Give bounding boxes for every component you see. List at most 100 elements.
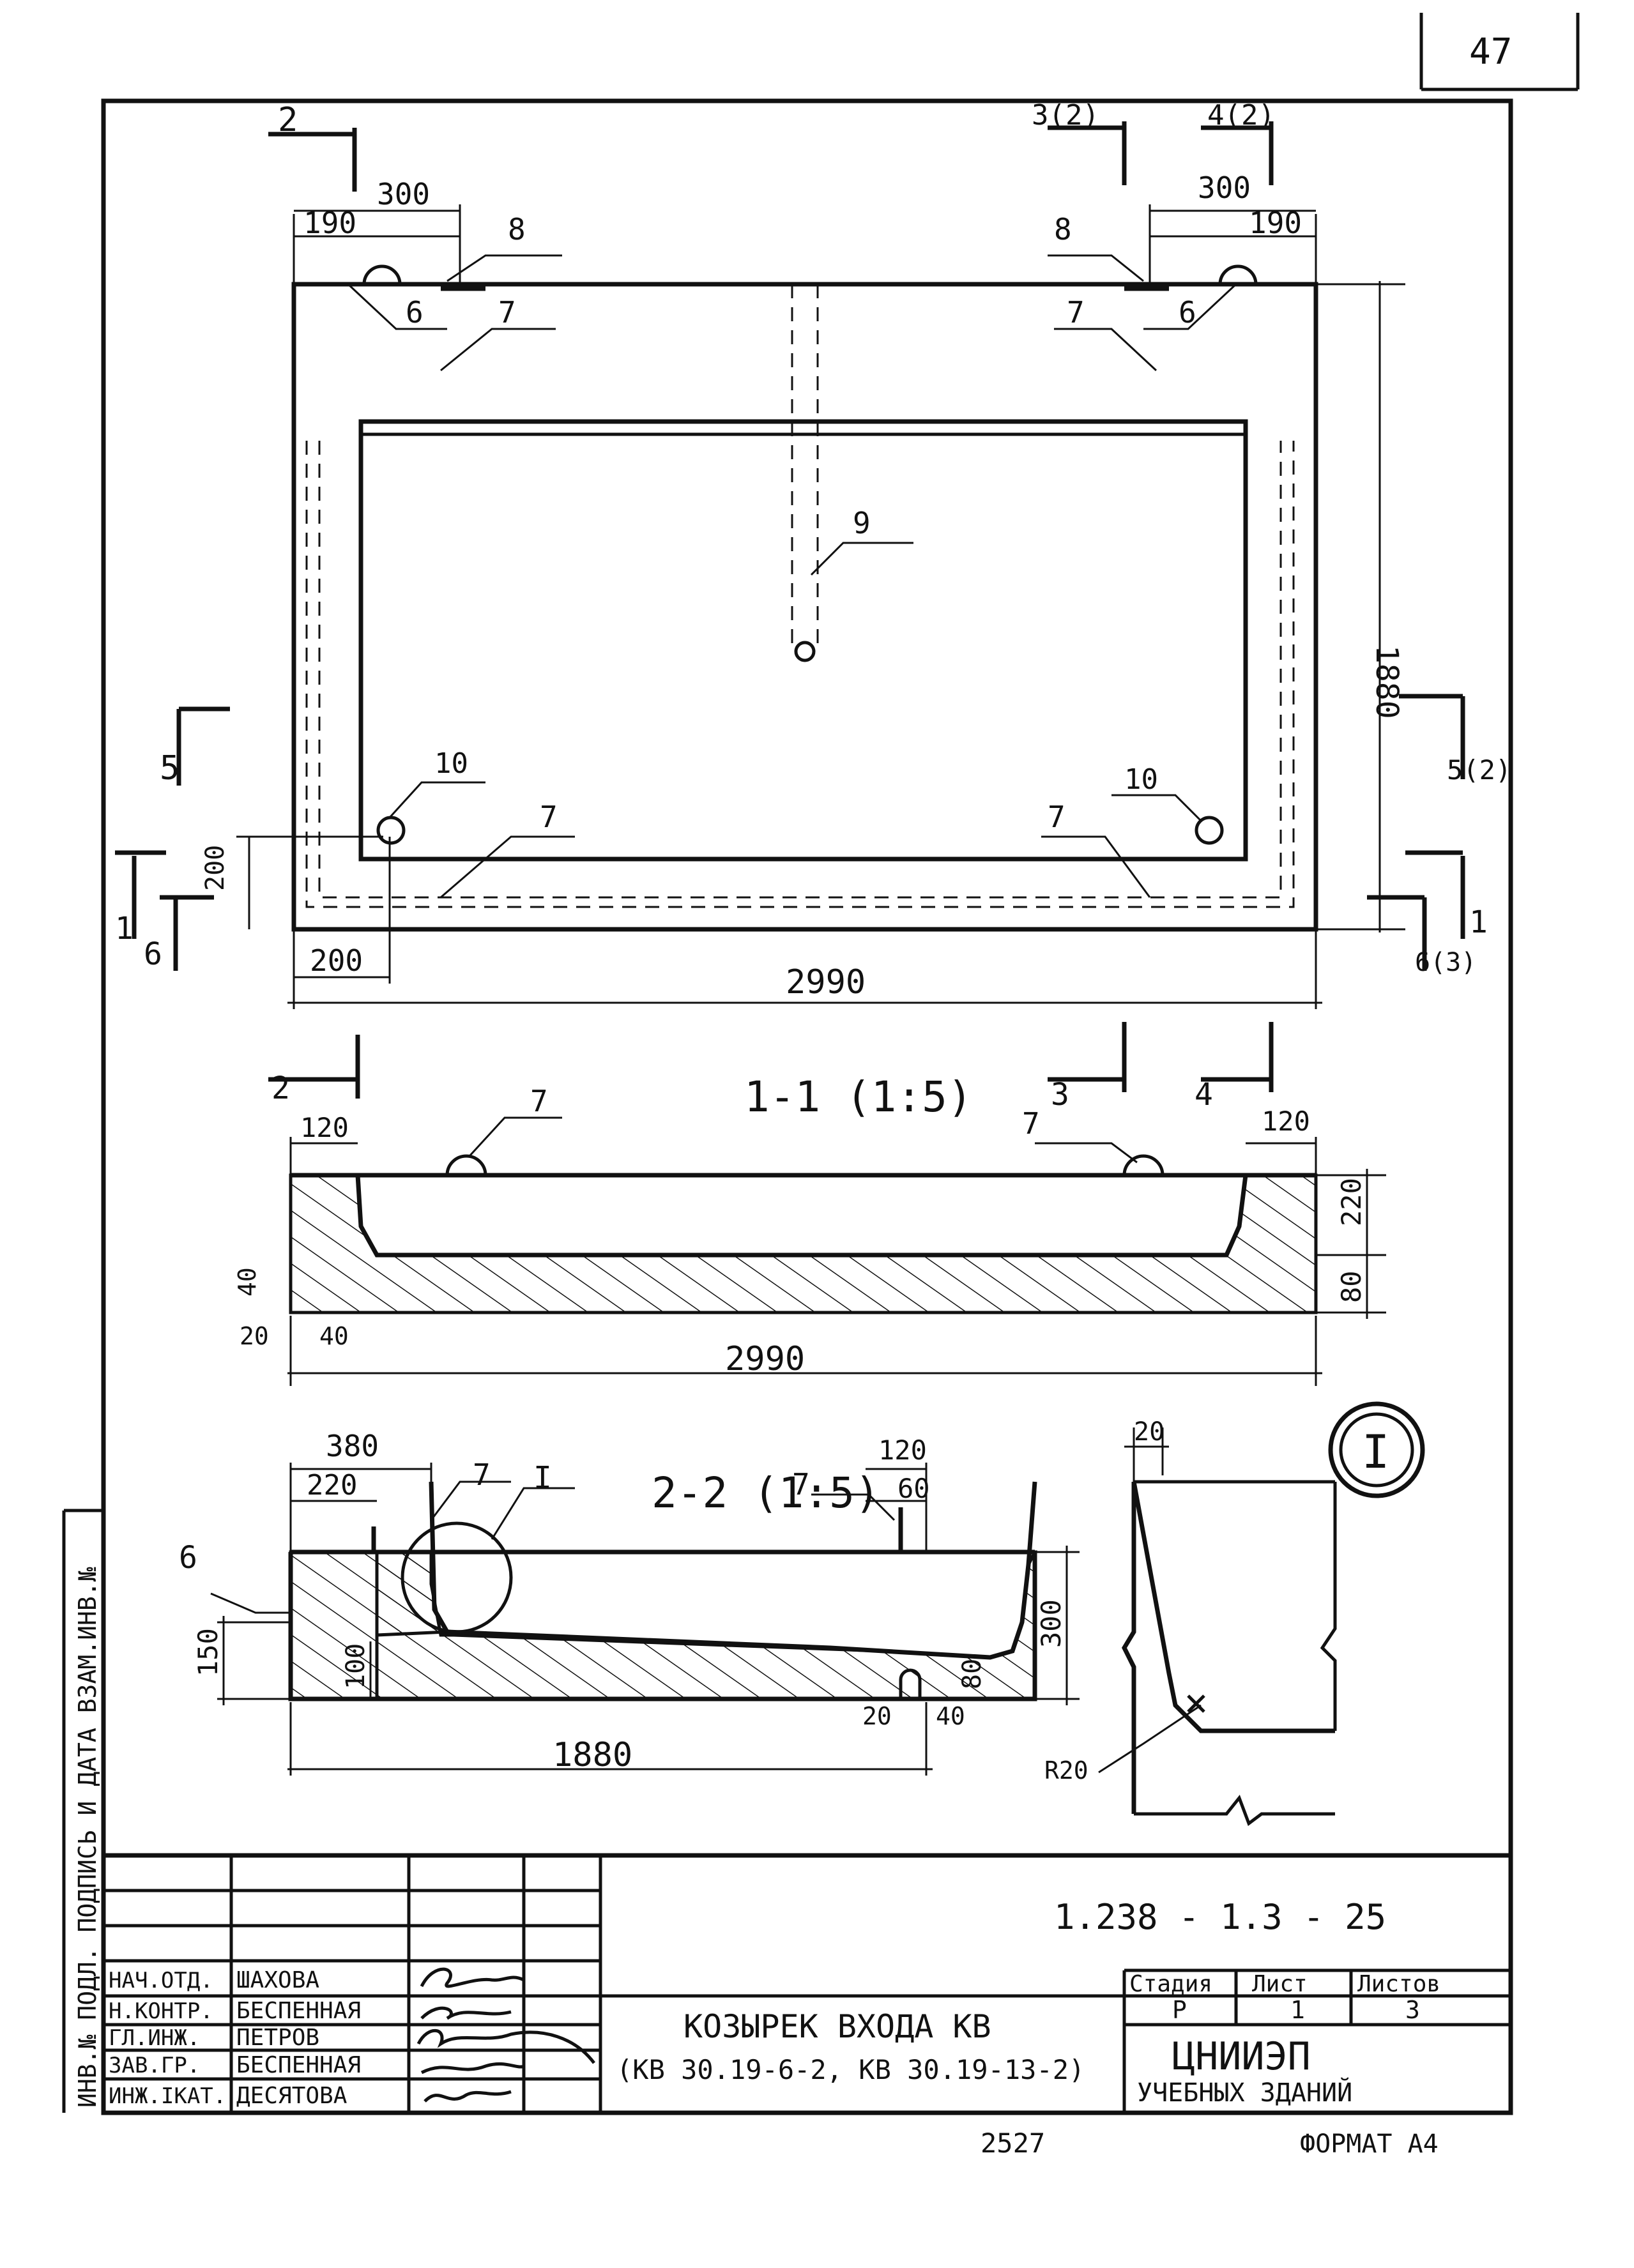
- dim: 100: [341, 1643, 370, 1689]
- callout: 7: [473, 1457, 491, 1492]
- signature: [420, 1967, 525, 1988]
- section-mark: 2: [278, 101, 298, 139]
- dim-200-vert: 200: [201, 845, 230, 891]
- callout: 7: [498, 295, 516, 330]
- staff-name: БЕСПЕННАЯ: [236, 1998, 361, 2024]
- sheet-value: 1: [1290, 1996, 1305, 2024]
- signature: [416, 2028, 595, 2064]
- plan-view: [115, 121, 1465, 1009]
- staff-name: ШАХОВА: [236, 1967, 319, 1993]
- detail-i: [1098, 1401, 1425, 1827]
- dim: 220: [1336, 1178, 1367, 1226]
- dim: 80: [958, 1659, 987, 1689]
- dim-300-left: 300: [377, 177, 430, 211]
- staff-role: ИНЖ.ІКАТ.: [109, 2083, 226, 2109]
- staff-role: ГЛ.ИНЖ.: [109, 2025, 200, 2051]
- section-mark: 6(3): [1415, 948, 1476, 977]
- stage-header: Стадия: [1129, 1971, 1212, 1997]
- section-mark: 4(2): [1207, 99, 1275, 132]
- dim-2990: 2990: [786, 963, 866, 1001]
- left-margin-stamp: ИНВ.№ ПОДЛ. ПОДПИСЬ И ДАТА ВЗАМ.ИНВ.№: [62, 1509, 103, 2113]
- dim: 1880: [553, 1736, 632, 1774]
- dim: 220: [307, 1469, 357, 1502]
- dim: 20: [1134, 1417, 1164, 1447]
- callout: 7: [530, 1084, 548, 1118]
- dim: 20: [240, 1322, 269, 1350]
- callout: 7: [792, 1467, 810, 1502]
- dim: 40: [936, 1702, 965, 1730]
- staff-name: ПЕТРОВ: [236, 2025, 319, 2051]
- plan-labels: 300 190 300 190 1880 200 200 2990 2 3(2)…: [115, 99, 1511, 1001]
- dim-200-horiz: 200: [310, 943, 363, 978]
- section-2-2-labels: 2-2 (1:5) 7 I 6 7 380 220 120 60 300 150…: [179, 1429, 1067, 1774]
- callout: 9: [853, 506, 871, 540]
- dim: 80: [1336, 1270, 1367, 1303]
- callout: 8: [1054, 212, 1072, 247]
- callout: I: [533, 1460, 552, 1496]
- section-mark: 6: [144, 936, 162, 972]
- dim-190-right: 190: [1249, 206, 1302, 240]
- dim: R20: [1044, 1756, 1088, 1785]
- staff-role: Н.КОНТР.: [109, 1998, 213, 2024]
- staff-role: ЗАВ.ГР.: [109, 2053, 200, 2078]
- staff-name: БЕСПЕННАЯ: [236, 2052, 361, 2078]
- section-mark: 3: [1051, 1077, 1069, 1113]
- dim: 120: [1262, 1106, 1310, 1137]
- callout: 7: [540, 800, 558, 834]
- dim: 2990: [725, 1340, 805, 1378]
- dim-300-right: 300: [1198, 171, 1251, 205]
- footer-number: 2527: [981, 2127, 1045, 2159]
- callout: 6: [406, 295, 424, 330]
- dim: 150: [192, 1628, 224, 1677]
- format-label: ФОРМАТ А4: [1300, 2129, 1439, 2159]
- section-mark: 3(2): [1032, 99, 1099, 132]
- section-mark: 2: [271, 1070, 290, 1106]
- section-1-1-labels: 1-1 (1:5) 2 3 4 7 7 120 120 220 80 40 20…: [233, 1070, 1367, 1378]
- section-1-1: [268, 1022, 1386, 1386]
- sheet-frame: [101, 98, 1513, 2115]
- dim-190-left: 190: [303, 206, 356, 240]
- title-block-text: 1.238 - 1.3 - 25 КОЗЫРЕК ВХОДА КВ (КВ 30…: [109, 1897, 1440, 2109]
- page-number-box: 47: [1419, 13, 1580, 91]
- dim: 20: [862, 1702, 892, 1730]
- page-number: 47: [1469, 31, 1512, 73]
- callout: 10: [1124, 763, 1158, 796]
- org-name-2: УЧЕБНЫХ ЗДАНИЙ: [1137, 2077, 1352, 2108]
- callout: 10: [434, 747, 468, 780]
- dim: 60: [897, 1473, 930, 1504]
- dim-1880: 1880: [1369, 645, 1405, 719]
- title-line-2: (КВ 30.19-6-2, КВ 30.19-13-2): [616, 2054, 1085, 2085]
- section-mark: 1: [115, 911, 134, 947]
- section-2-2-title: 2-2 (1:5): [652, 1468, 880, 1518]
- dim: 380: [326, 1429, 379, 1463]
- sheets-header: Листов: [1357, 1971, 1440, 1997]
- callout: 7: [1022, 1106, 1040, 1141]
- section-mark: 1: [1469, 904, 1488, 940]
- footer: 2527 ФОРМАТ А4: [981, 2127, 1439, 2159]
- detail-i-labels: I 20 R20: [1044, 1417, 1389, 1785]
- dim: 40: [233, 1267, 261, 1297]
- callout: 7: [1067, 295, 1085, 330]
- staff-name: ДЕСЯТОВА: [236, 2083, 347, 2109]
- section-1-1-title: 1-1 (1:5): [744, 1072, 973, 1122]
- callout: 7: [1048, 800, 1065, 834]
- section-mark: 5: [160, 749, 179, 788]
- dim: 40: [319, 1322, 349, 1350]
- staff-role: НАЧ.ОТД.: [109, 1968, 213, 1993]
- title-line-1: КОЗЫРЕК ВХОДА КВ: [683, 2008, 991, 2045]
- dim: 120: [878, 1435, 927, 1466]
- dim: 120: [300, 1112, 349, 1143]
- sheet-header: Лист: [1252, 1971, 1308, 1997]
- signature: [420, 2006, 512, 2020]
- dim: 300: [1035, 1599, 1067, 1648]
- sheets-value: 3: [1405, 1996, 1420, 2024]
- section-mark: 4: [1195, 1077, 1213, 1113]
- signature: [420, 2062, 525, 2074]
- org-name: ЦНИИЭП: [1172, 2034, 1311, 2079]
- callout: 8: [508, 212, 526, 247]
- left-margin-text: ИНВ.№ ПОДЛ. ПОДПИСЬ И ДАТА ВЗАМ.ИНВ.№: [73, 1567, 102, 2108]
- callout: 6: [1179, 295, 1196, 330]
- section-2-2: [210, 1463, 1080, 1776]
- signature: [424, 2090, 512, 2103]
